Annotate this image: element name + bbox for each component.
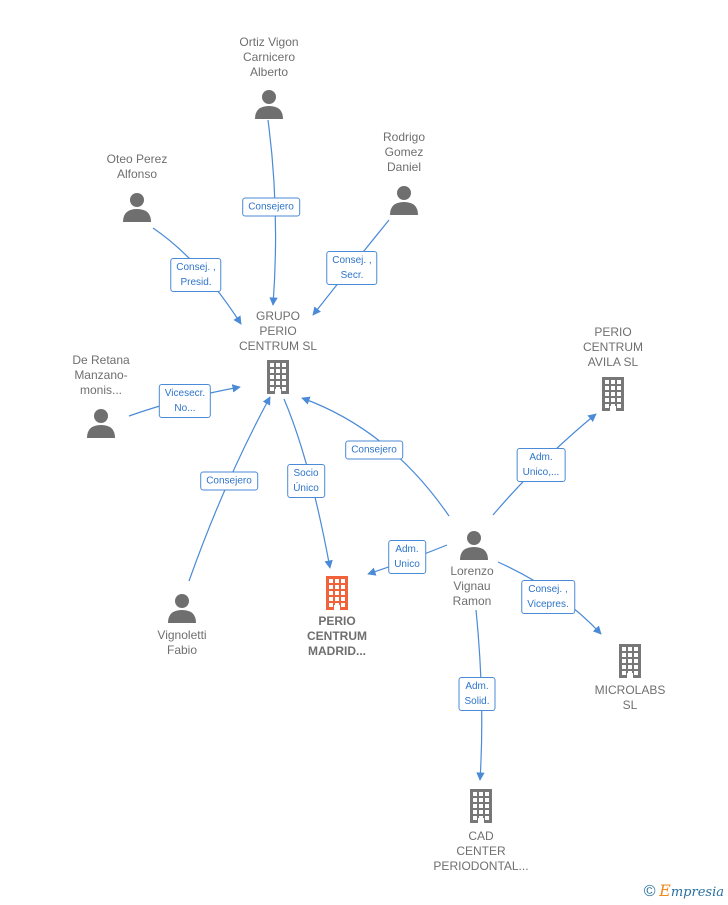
person-name-label[interactable]: Ortiz Vigon Carnicero Alberto xyxy=(239,35,299,79)
person-icon[interactable] xyxy=(459,530,489,565)
relation-label[interactable]: Consej. , Vicepres. xyxy=(521,580,575,614)
relation-label[interactable]: Consejero xyxy=(345,440,403,460)
relation-label[interactable]: Consej. , Secr. xyxy=(326,251,378,285)
person-name-label[interactable]: Lorenzo Vignau Ramon xyxy=(450,564,494,608)
relation-label[interactable]: Adm. Solid. xyxy=(458,677,496,711)
person-name-label[interactable]: Vignoletti Fabio xyxy=(157,628,207,657)
person-icon[interactable] xyxy=(86,408,116,443)
person-name-label[interactable]: Oteo Perez Alfonso xyxy=(106,152,168,181)
company-name-label[interactable]: GRUPO PERIO CENTRUM SL xyxy=(238,309,318,353)
relation-label[interactable]: Vicesecr. No... xyxy=(158,384,212,418)
copyright-icon: © xyxy=(643,883,656,900)
building-icon[interactable] xyxy=(468,789,494,828)
person-icon[interactable] xyxy=(389,185,419,220)
relation-label[interactable]: Socio Único xyxy=(287,464,325,498)
company-name-label[interactable]: PERIO CENTRUM MADRID... xyxy=(307,614,367,658)
person-name-label[interactable]: Rodrigo Gomez Daniel xyxy=(382,130,426,174)
company-name-label[interactable]: MICROLABS SL xyxy=(594,683,666,712)
building-icon[interactable] xyxy=(617,644,643,683)
person-icon[interactable] xyxy=(122,192,152,227)
company-name-label[interactable]: CAD CENTER PERIODONTAL... xyxy=(433,829,529,873)
relation-label[interactable]: Adm. Unico xyxy=(388,540,426,574)
relation-label[interactable]: Adm. Unico,... xyxy=(516,448,566,482)
building-icon[interactable] xyxy=(600,377,626,416)
person-icon[interactable] xyxy=(254,89,284,124)
relation-label[interactable]: Consejero xyxy=(200,471,258,491)
person-icon[interactable] xyxy=(167,593,197,628)
relation-label[interactable]: Consej. , Presid. xyxy=(170,258,222,292)
empresia-logo: © Empresia xyxy=(643,881,724,900)
person-name-label[interactable]: De Retana Manzano- monis... xyxy=(72,353,130,397)
building-icon[interactable] xyxy=(324,576,350,615)
company-name-label[interactable]: PERIO CENTRUM AVILA SL xyxy=(583,325,643,369)
building-icon[interactable] xyxy=(265,360,291,399)
relation-label[interactable]: Consejero xyxy=(242,197,300,217)
